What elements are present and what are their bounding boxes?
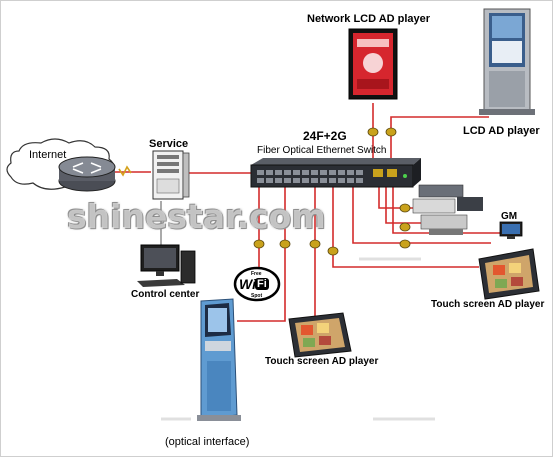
connector-icon [309,239,321,249]
link-zigzag [118,165,132,177]
watermark: shinestar.com [67,197,326,236]
connector-icon [253,239,265,249]
link-switch-bus [352,187,491,244]
fiber-connectors [253,127,411,256]
link-switch-kiosk [237,187,286,322]
peripheral-devices-icon [412,184,483,235]
optical-interface-label: (optical interface) [165,436,250,448]
link-switch-device-2 [385,187,421,224]
service-server-icon [152,150,190,200]
wifi-badge-fi: Fi [255,278,269,290]
kiosk-terminal-icon [197,298,241,421]
switch-model-label: 24F+2G [303,129,347,143]
connector-icon [385,127,397,137]
wifi-badge-wi: Wi [239,276,256,292]
connector-icon [327,246,339,256]
router-icon [58,156,116,192]
lcd-player-label: LCD AD player [463,125,540,137]
connector-icon [399,239,411,249]
lcd-standee-player-icon [479,8,535,115]
link-switch-touch-right [332,187,479,268]
control-center-label: Control center [131,289,200,300]
wifi-badge-top: Free [251,271,262,277]
service-label: Service [149,138,189,150]
touch-screen-center-icon [288,312,352,358]
network-lcd-label: Network LCD AD player [307,13,431,25]
wifi-badge-bottom: Spot [251,293,263,299]
connector-icon [399,222,411,232]
touch-screen-right-label: Touch screen AD player [431,299,545,310]
touch-screen-center-label: Touch screen AD player [265,356,379,367]
gm-monitor-icon [499,221,523,239]
touch-screen-right-icon [478,248,540,300]
connector-icon [279,239,291,249]
gm-label: GM [501,211,518,222]
connector-icon [367,127,379,137]
link-switch-gm [392,187,501,234]
connector-icon [399,203,411,213]
control-center-pc-icon [137,244,196,287]
ethernet-switch-icon [250,158,421,188]
link-switch-lcd [390,116,489,158]
switch-name-label: Fiber Optical Ethernet Switch [257,145,387,156]
network-lcd-player-icon [348,28,398,100]
internet-label: Internet [29,149,67,161]
